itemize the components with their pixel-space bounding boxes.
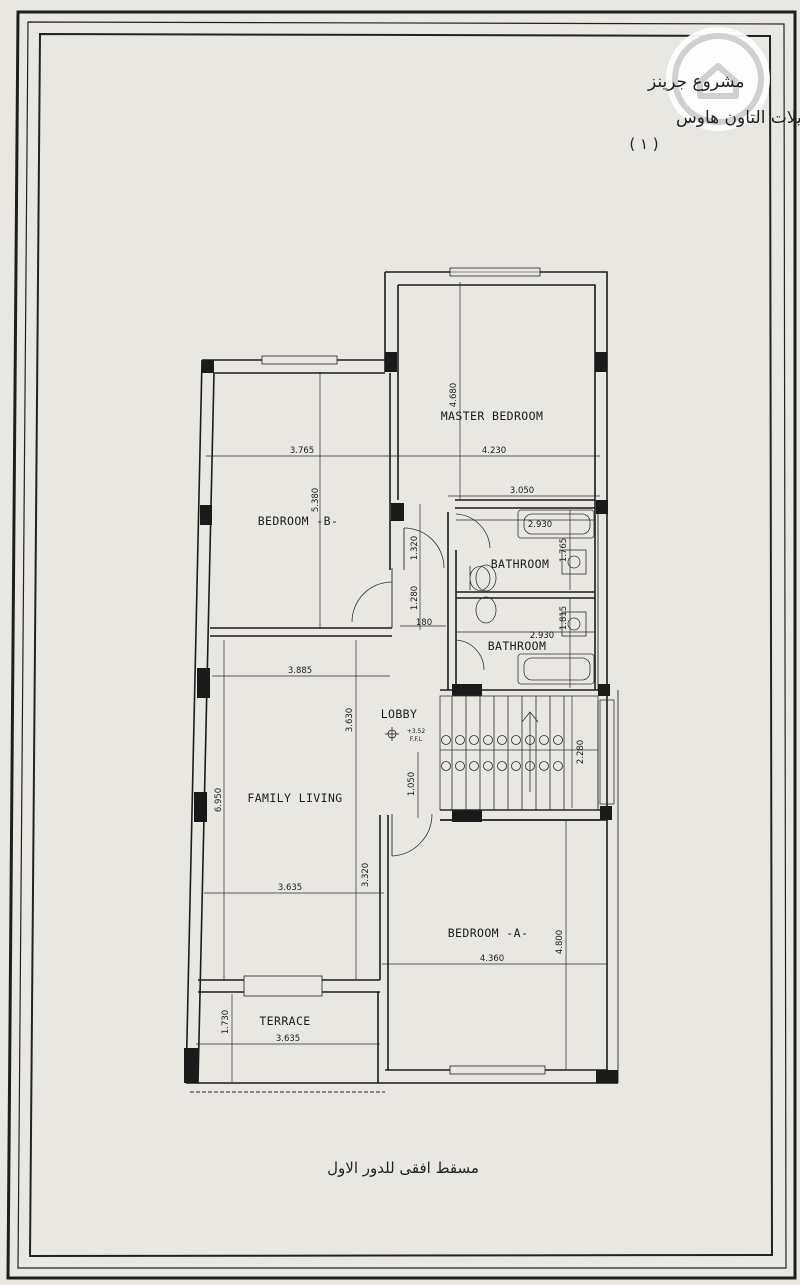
dim-master-width: 4.230 (482, 446, 506, 456)
dim-corridor-b: 1.280 (410, 586, 420, 610)
dim-lobby-door: 1.050 (407, 772, 417, 796)
floor-plan (184, 267, 619, 1093)
dim-living-width-bottom: 3.635 (278, 883, 302, 893)
room-label-family-living: FAMILY LIVING (247, 791, 342, 805)
house-logo-icon (666, 27, 770, 131)
bathroom-fixtures (469, 509, 595, 685)
dim-bath-span: 3.050 (510, 486, 534, 496)
dim-bath2-width: 2.930 (530, 631, 554, 641)
dim-master-height: 4.680 (449, 383, 459, 407)
dim-living-height-total: 6.950 (214, 788, 224, 812)
dim-terrace-width: 3.635 (276, 1034, 300, 1044)
dim-bedroom-a-height: 4.800 (555, 930, 565, 954)
level-value: +3.52 (407, 728, 426, 735)
dim-bedroom-a-width: 4.360 (480, 954, 504, 964)
dim-bedroom-b-width: 3.765 (290, 446, 314, 456)
room-label-lobby: LOBBY (381, 707, 418, 721)
sheet-border (6, 10, 797, 1280)
dim-corridor-c: 180 (416, 618, 432, 628)
dim-bath1-width: 2.930 (528, 520, 552, 530)
dim-living-height-top: 3.630 (345, 708, 355, 732)
staircase (439, 695, 615, 811)
room-label-terrace: TERRACE (259, 1014, 310, 1028)
project-title: مشروع جرينز (647, 72, 745, 92)
dim-corridor-a: 1.320 (410, 536, 420, 560)
dim-stair: 2.280 (576, 740, 586, 764)
room-label-master-bedroom: MASTER BEDROOM (441, 409, 544, 423)
dim-bedroom-b-height: 5.380 (311, 488, 321, 512)
dim-bath1-depth: 1.765 (559, 538, 569, 562)
plan-caption: مسقط افقى للدور الاول (327, 1159, 479, 1177)
dim-living-height-bottom: 3.320 (361, 863, 371, 887)
level-label: F.F.L (410, 736, 423, 743)
dimension-lines (196, 282, 608, 1082)
interior-walls (198, 372, 607, 1083)
room-label-bedroom-a: BEDROOM -A- (448, 926, 529, 940)
room-label-bedroom-b: BEDROOM -B- (258, 514, 339, 528)
level-marker-icon (385, 727, 399, 741)
project-subtitle: فيلات التاون هاوس (676, 108, 800, 128)
room-label-bathroom-2: BATHROOM (488, 639, 547, 653)
dim-living-width-top: 3.885 (288, 666, 312, 676)
room-label-bathroom-1: BATHROOM (491, 557, 550, 571)
dim-terrace-depth: 1.730 (221, 1010, 231, 1034)
unit-number: ( ١ ) (629, 135, 658, 153)
dim-bath2-depth: 1.815 (559, 606, 569, 630)
